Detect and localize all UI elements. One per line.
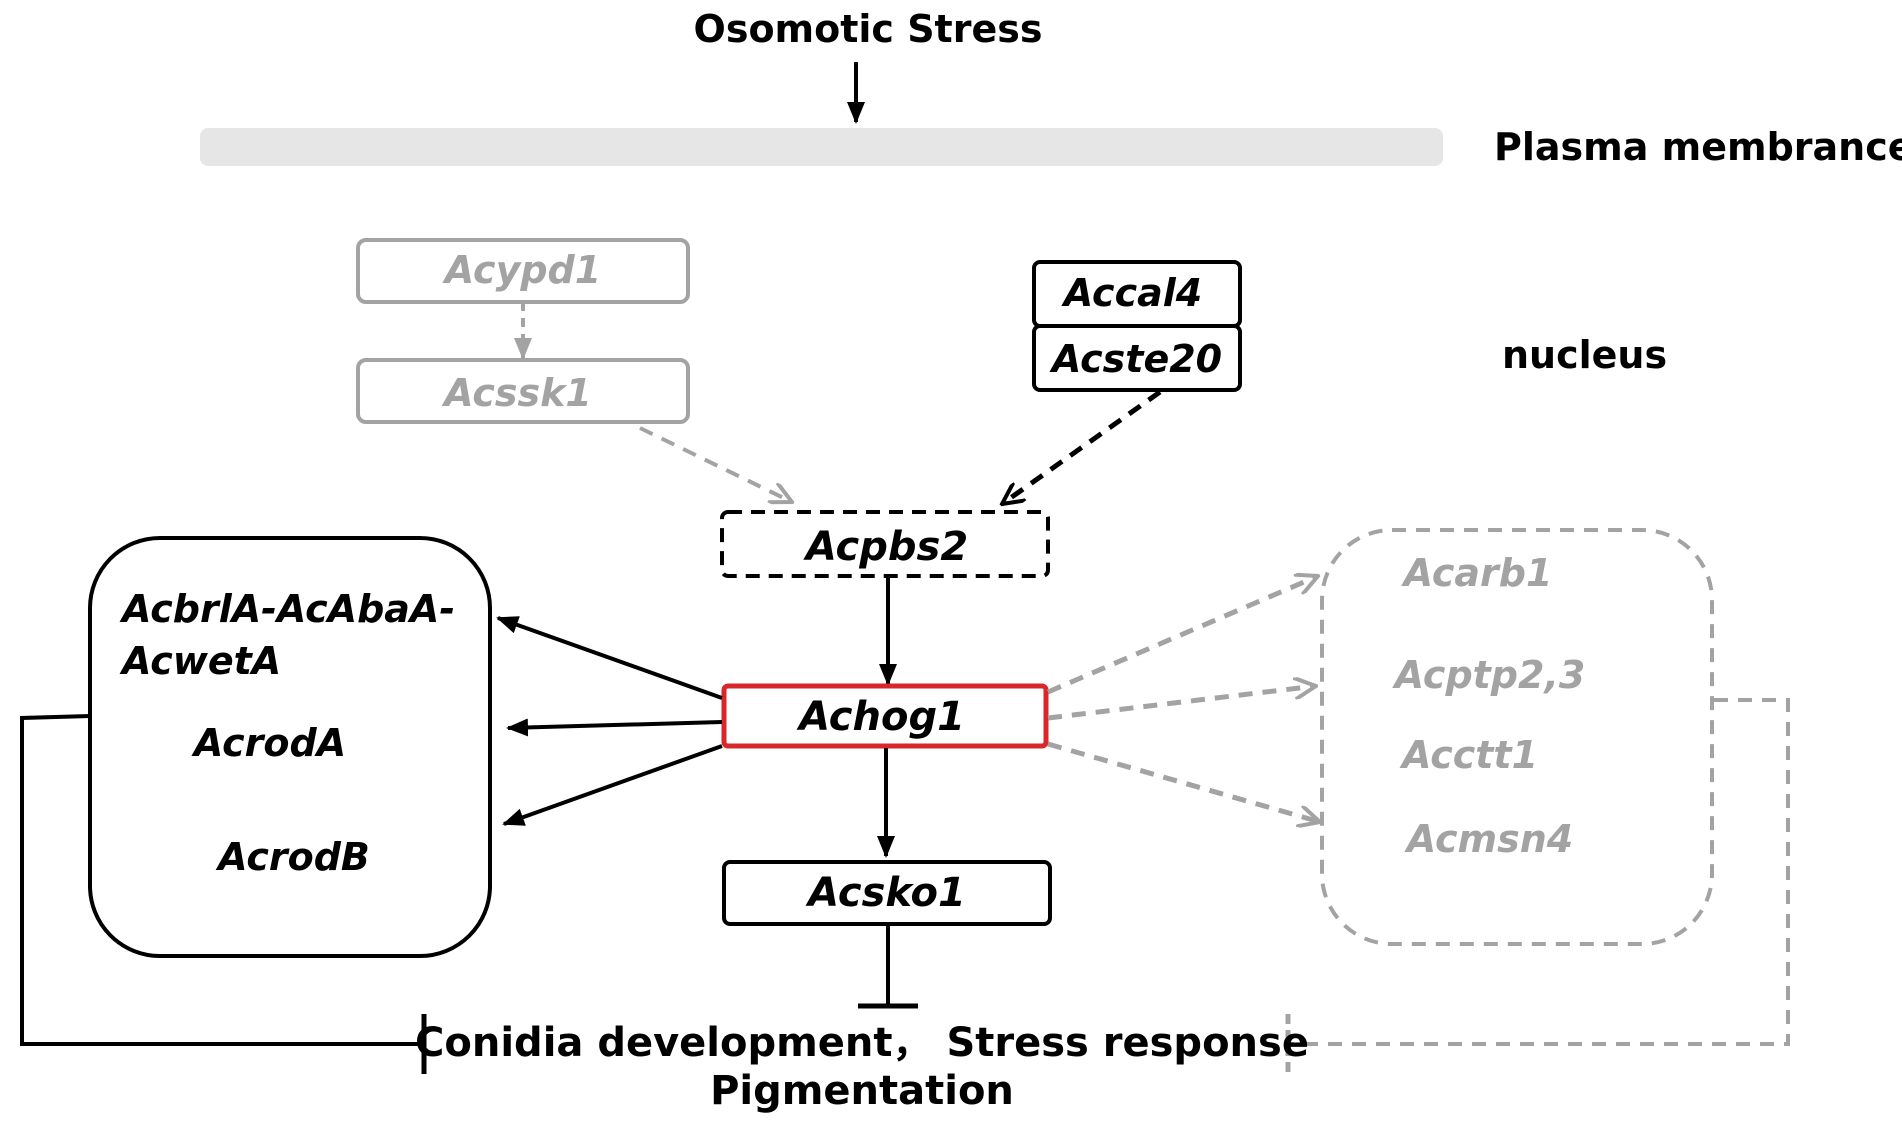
achog1-to-acptp-arrow — [1047, 686, 1316, 721]
abaa-wetA-label-line1: AcbrlA-AcAbaA- — [119, 587, 455, 631]
stimulus-label: Osomotic Stress — [694, 7, 1043, 51]
acrodb-label: AcrodB — [215, 835, 370, 879]
stress-regulators-box — [1320, 528, 1714, 946]
accal4-label: Accal4 — [1061, 271, 1202, 315]
acssk1-box — [356, 358, 690, 424]
achog1-to-brla-arrow — [496, 616, 723, 700]
acssk1-to-acpbs2-arrow — [639, 426, 792, 502]
acypd1-label: Acypd1 — [442, 248, 601, 292]
acpbs2-label: Acpbs2 — [803, 524, 968, 570]
achog1-to-acroda-arrow — [506, 718, 723, 737]
achog1-box — [721, 683, 1049, 749]
acctt1-label: Acctt1 — [1399, 733, 1538, 777]
achog1-to-acrodb-arrow — [502, 744, 723, 826]
plasma-membrane — [200, 128, 1443, 166]
developmental-regulators-box — [88, 536, 492, 958]
acsko1-label: Acsko1 — [805, 870, 966, 916]
outcome-line-2: Pigmentation — [710, 1068, 1014, 1114]
outcome-line-1: Conidia development， Stress response — [415, 1020, 1309, 1066]
left-group-inhibition-line — [20, 714, 422, 1046]
acste20-box — [1032, 324, 1242, 392]
acroda-label: AcrodA — [191, 721, 346, 765]
acste20-label: Acste20 — [1049, 337, 1222, 381]
abaa-wetA-label-line2: AcwetA — [119, 639, 281, 683]
achog1-to-acmsn4-arrow — [1047, 741, 1320, 822]
right-group-inhibition-line — [1290, 698, 1790, 1046]
acsko1-box — [722, 860, 1052, 926]
acmsn4-label: Acmsn4 — [1404, 817, 1573, 861]
acptp23-label: Acptp2,3 — [1392, 653, 1586, 697]
acste20-to-acpbs2-arrow — [1002, 389, 1162, 504]
acpbs2-box — [720, 510, 1050, 578]
achog1-label: Achog1 — [796, 694, 965, 740]
acarb1-label: Acarb1 — [1401, 551, 1553, 595]
nucleus-label: nucleus — [1502, 333, 1667, 377]
acssk1-label: Acssk1 — [441, 371, 592, 415]
achog1-to-acarb1-arrow — [1047, 576, 1318, 695]
membrane-label: Plasma membrance — [1494, 125, 1902, 169]
